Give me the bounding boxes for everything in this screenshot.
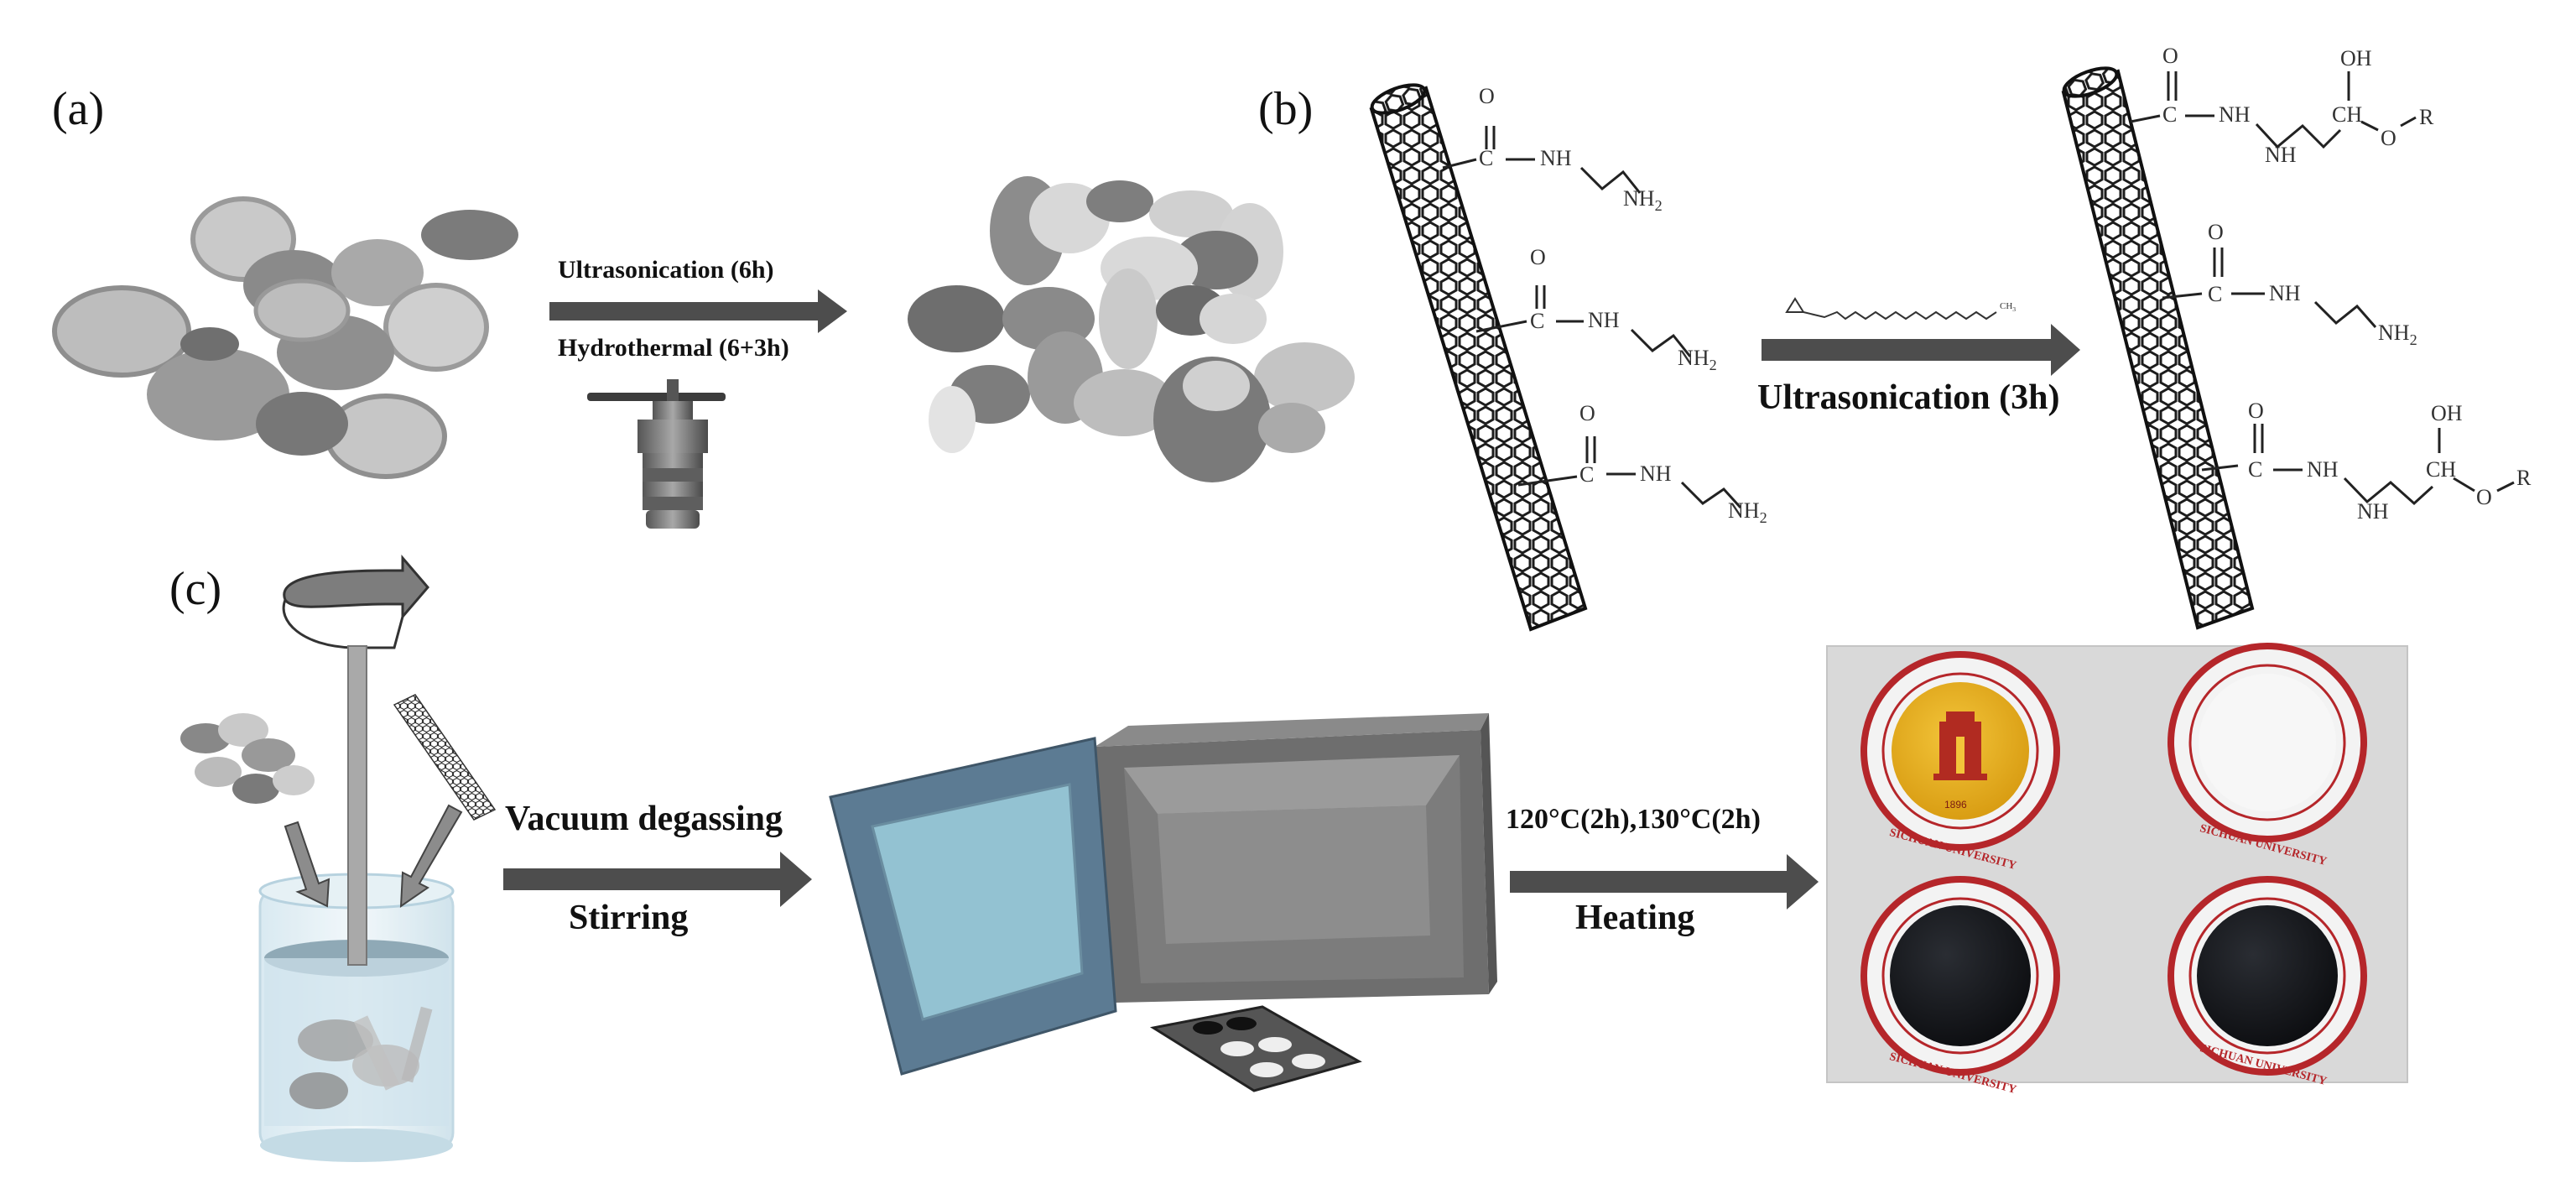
chem-o-ether: O (2476, 485, 2492, 509)
flakes-stack-before (52, 196, 518, 479)
seal-white (2167, 643, 2367, 842)
flakes-feed-icon (180, 713, 315, 804)
chem-o: O (1530, 245, 1546, 269)
arrow-a (549, 289, 847, 333)
chem-nh: NH (2307, 457, 2339, 482)
chem-c: C (2248, 457, 2263, 482)
vacuum-oven (829, 713, 1497, 1076)
reagent-ch3-label: CH3 (2000, 301, 2017, 314)
seal-gold (1860, 651, 2060, 851)
chem-c: C (1579, 462, 1595, 487)
chem-oh: OH (2340, 46, 2372, 70)
step-hydrothermal: Hydrothermal (6+3h) (558, 334, 789, 362)
step-heating: Heating (1575, 899, 1695, 937)
nanotube-pristine (1369, 83, 1588, 632)
chem-o: O (1479, 84, 1495, 108)
panel-label-a: (a) (52, 83, 105, 135)
step-ultrasonication-3h: Ultrasonication (3h) (1757, 378, 2060, 417)
arrow-c2 (1510, 854, 1819, 910)
step-vacuum-degassing: Vacuum degassing (505, 800, 783, 838)
chem-nh: NH (1640, 461, 1672, 486)
chem-nh2: NH2 (2378, 321, 2417, 349)
chem-oh: OH (2431, 401, 2463, 425)
stirrer-rotation-icon (282, 554, 429, 649)
arrow-c1 (503, 852, 812, 907)
chem-nh: NH (1588, 308, 1620, 332)
autoclave-icon (587, 379, 726, 529)
step-cure-temperatures: 120°C(2h),130°C(2h) (1506, 804, 1761, 835)
sample-mold-tray (1149, 1005, 1362, 1092)
chem-nh: NH (2357, 499, 2389, 524)
chem-nh: NH (2219, 102, 2251, 127)
epoxide-reagent-icon (1785, 297, 1997, 321)
flakes-exfoliated-after (908, 176, 1355, 482)
chem-r: R (2516, 466, 2532, 490)
amine-bonds-pristine (1442, 126, 1742, 509)
chem-c: C (1530, 309, 1545, 333)
chem-o-ether: O (2381, 126, 2396, 150)
panel-label-c: (c) (169, 563, 222, 615)
epoxy-bonds-functionalized (2130, 71, 2515, 506)
seal-black-left (1860, 876, 2060, 1076)
chem-c: C (2208, 282, 2223, 306)
beaker (258, 873, 455, 1162)
seal-year: 1896 (1944, 799, 1967, 810)
chem-nh: NH (1540, 146, 1572, 170)
chem-ch: CH (2426, 457, 2457, 482)
chem-o: O (1579, 401, 1595, 425)
arrow-b (1762, 324, 2080, 376)
chem-o: O (2208, 220, 2224, 244)
chem-nh2: NH2 (1728, 498, 1767, 527)
chem-r: R (2419, 105, 2434, 129)
chem-nh: NH (2265, 143, 2297, 167)
chem-nh: NH (2269, 281, 2301, 305)
panel-label-b: (b) (1258, 83, 1314, 135)
step-ultrasonication-6h: Ultrasonication (6h) (558, 256, 774, 284)
sample-photo (1826, 643, 2408, 1083)
chem-ch: CH (2332, 102, 2363, 127)
chem-c: C (1479, 146, 1494, 170)
step-stirring: Stirring (569, 899, 689, 937)
seal-black-right (2167, 876, 2367, 1076)
chem-o: O (2162, 44, 2178, 68)
chem-c: C (2162, 102, 2178, 127)
chem-nh2: NH2 (1678, 346, 1717, 374)
chem-o: O (2248, 399, 2264, 423)
feed-arrows (284, 804, 463, 908)
chem-nh2: NH2 (1623, 186, 1663, 215)
nanotube-functionalized (2061, 66, 2255, 630)
mini-nanotube-icon (393, 694, 497, 821)
stirring-rod (347, 645, 367, 966)
